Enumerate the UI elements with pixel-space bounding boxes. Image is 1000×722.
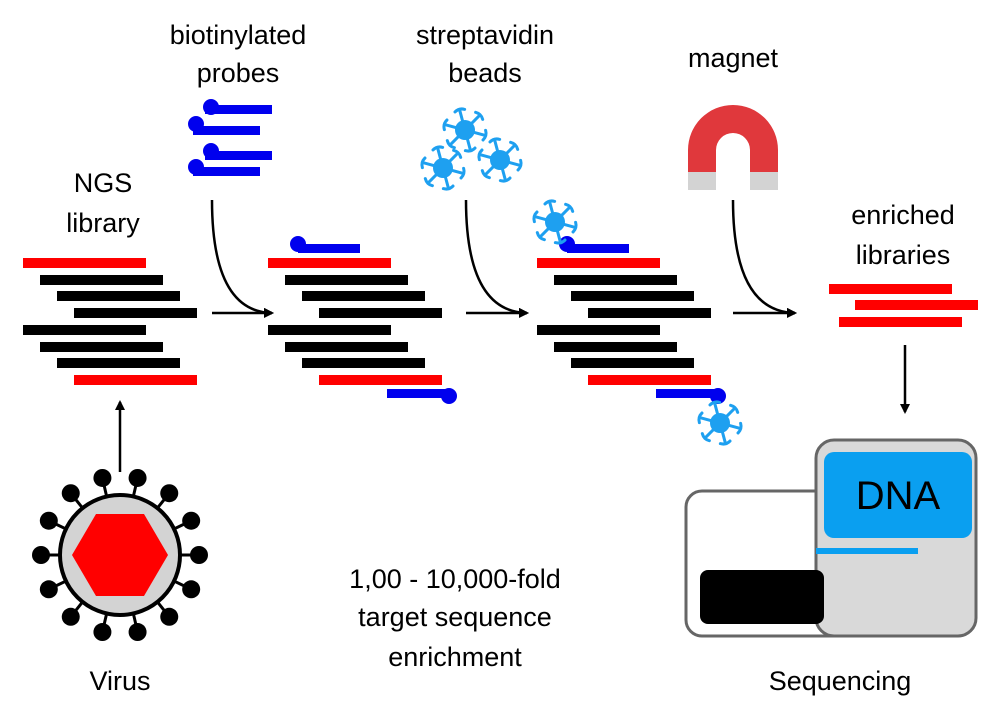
sequencer-tray: [700, 570, 824, 624]
bead-arrow: [464, 199, 529, 318]
magnet-icon: [688, 105, 778, 190]
libraries-label: libraries: [856, 240, 951, 270]
library-strand: [285, 275, 408, 285]
magnet-arrow: [731, 199, 797, 318]
library-strand: [319, 308, 442, 318]
library-strand: [268, 325, 391, 335]
library-strand: [554, 275, 677, 285]
library-strand: [554, 342, 677, 352]
bound-probe: [656, 388, 726, 404]
bead-icon: [477, 137, 523, 183]
beads-label: beads: [448, 58, 522, 88]
library-strand: [40, 275, 163, 285]
library-strand: [302, 291, 425, 301]
target-strand: [74, 375, 197, 385]
probe-arrow: [210, 199, 274, 318]
fold-enrichment-line3: enrichment: [388, 642, 522, 672]
screen-dna-text: DNA: [856, 474, 941, 518]
target-strand: [319, 375, 442, 385]
bound-probe: [559, 236, 629, 253]
bead-icon: [420, 145, 466, 191]
library-strand: [57, 291, 180, 301]
arrows: [115, 199, 910, 472]
enriched-label: enriched: [851, 200, 955, 230]
library-strand: [57, 358, 180, 368]
library-strand: [571, 358, 694, 368]
target-strand: [829, 284, 952, 294]
library-strand: [40, 342, 163, 352]
bead-icon: [532, 199, 578, 245]
biotinylated-label: biotinylated: [170, 20, 307, 50]
bound-probe: [387, 388, 457, 404]
library-strand: [302, 358, 425, 368]
fold-enrichment-line2: target sequence: [358, 602, 552, 632]
probe-legend: [188, 99, 272, 176]
sequencer-screen: [824, 452, 972, 538]
target-strand: [588, 375, 711, 385]
sequencing-label: Sequencing: [769, 666, 912, 696]
captured-library-strands: [532, 199, 743, 446]
hybridized-library-strands: [268, 236, 457, 404]
library-strand: [74, 308, 197, 318]
library-strand: [23, 325, 146, 335]
probe-icon: [203, 143, 272, 160]
library-label: library: [66, 208, 140, 238]
library-strand: [588, 308, 711, 318]
virus-icon: [32, 468, 208, 642]
enriched-library-strands: [829, 284, 978, 327]
probe-icon: [188, 159, 260, 176]
library-strand: [537, 325, 660, 335]
probe-icon: [188, 116, 260, 135]
bead-icon: [697, 400, 743, 446]
target-strand: [855, 300, 978, 310]
bead-legend: [420, 107, 523, 191]
sequencer-icon: DNA: [684, 438, 978, 638]
virus-label: Virus: [89, 666, 150, 696]
target-strand: [839, 317, 962, 327]
magnet-label: magnet: [688, 43, 779, 73]
sample-slot: [816, 548, 918, 554]
streptavidin-label: streptavidin: [416, 20, 554, 50]
bound-probe: [290, 236, 360, 253]
fold-enrichment-line1: 1,00 - 10,000-fold: [349, 564, 561, 594]
ngs-library-strands: [23, 258, 197, 385]
bead-icon: [442, 107, 488, 153]
library-strand: [571, 291, 694, 301]
target-strand: [23, 258, 146, 268]
library-strand: [285, 342, 408, 352]
probes-label: probes: [197, 58, 280, 88]
target-strand: [537, 258, 660, 268]
target-strand: [268, 258, 391, 268]
probe-icon: [203, 99, 272, 115]
ngs-label: NGS: [74, 168, 133, 198]
